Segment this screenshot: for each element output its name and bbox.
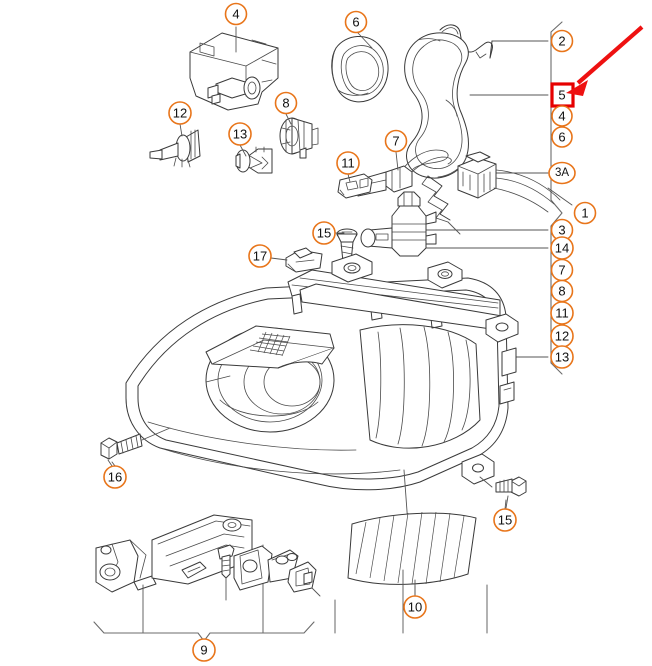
part-3a-connector-housing [457,151,561,213]
callout-12[interactable]: 12 [168,101,192,137]
right-callout-7[interactable]: 7 [550,258,574,282]
callout-9[interactable]: 9 [192,638,216,662]
part-9-bracket-set [93,514,488,642]
callout-13-label: 13 [233,127,247,142]
right-callout-11[interactable]: 11 [550,301,574,325]
right-callout-7-label: 7 [558,263,565,278]
callout-15-bottom[interactable]: 15 [493,499,517,532]
right-callout-14[interactable]: 14 [550,236,574,260]
part-1-headlight-assembly [125,253,519,581]
part-3-wire-retainer [421,175,461,235]
part-16-hex-bolt [100,427,171,467]
right-callout-3-label: 3 [558,223,565,238]
right-callout-8-label: 8 [558,284,565,299]
right-callout-12[interactable]: 12 [550,324,574,348]
callout-16[interactable]: 16 [103,461,127,489]
callout-7[interactable]: 7 [384,129,408,171]
part-8-bulb-socket [279,117,319,159]
right-callout-13-label: 13 [555,350,569,365]
right-callout-5-label: 5 [558,88,565,103]
annotation-arrow [566,25,644,96]
part-10-lens-grille [347,511,477,596]
callout-4[interactable]: 4 [224,2,248,53]
right-callout-2[interactable]: 2 [550,29,574,53]
right-callout-5-highlighted[interactable]: 5 [550,82,575,108]
mesh-texture [249,331,291,357]
callout-11-label: 11 [341,156,355,171]
grille-slats [355,511,465,585]
callout-15-bottom-label: 15 [498,513,512,528]
right-column-bracket [550,21,563,375]
part-11-wedge-bulb [337,173,373,199]
right-callout-3[interactable]: 3 [550,218,574,242]
part-13-bulb [235,146,273,174]
callout-17-label: 17 [253,249,267,264]
part-15-bottom-screw [479,476,527,509]
right-callout-14-label: 14 [555,241,569,256]
part-5-seal-gasket [404,32,469,179]
right-callout-8[interactable]: 8 [550,279,574,303]
part-12-bulb-holder [149,129,201,168]
callout-7-label: 7 [392,134,399,149]
right-callout-13[interactable]: 13 [550,345,574,369]
right-callout-1-label: 1 [581,206,588,221]
part-14-h7-bulb [360,191,437,257]
right-callout-1[interactable]: 1 [573,201,597,225]
right-callout-3a-label: 3A [555,167,569,179]
callout-4-label: 4 [232,7,239,22]
callout-8-label: 8 [282,96,289,111]
right-callout-4[interactable]: 4 [551,105,573,127]
callout-11[interactable]: 11 [336,151,360,183]
right-callout-11-label: 11 [555,306,569,321]
callout-10-label: 10 [408,600,422,615]
right-callout-12-label: 12 [555,329,569,344]
part-4-range-control-motor [189,32,279,111]
callout-15-top[interactable]: 15 [312,221,345,245]
part-6-sealing-ring [331,36,389,103]
callout-10[interactable]: 10 [403,585,427,619]
part-17-retaining-clip [285,247,323,273]
callout-9-label: 9 [200,643,207,658]
right-callout-4-label: 4 [558,109,565,124]
callout-12-label: 12 [173,106,187,121]
callout-17[interactable]: 17 [248,244,288,268]
callout-6-top[interactable]: 6 [344,10,373,49]
right-callout-6-label: 6 [558,130,565,145]
callout-16-label: 16 [108,470,122,485]
right-callout-6[interactable]: 6 [551,126,573,148]
callout-8[interactable]: 8 [274,91,298,125]
callout-6-label: 6 [352,15,359,30]
callout-15-top-label: 15 [317,226,331,241]
callout-13[interactable]: 13 [228,122,252,157]
right-callout-3a[interactable]: 3A [548,161,576,185]
right-callout-2-label: 2 [558,34,565,49]
